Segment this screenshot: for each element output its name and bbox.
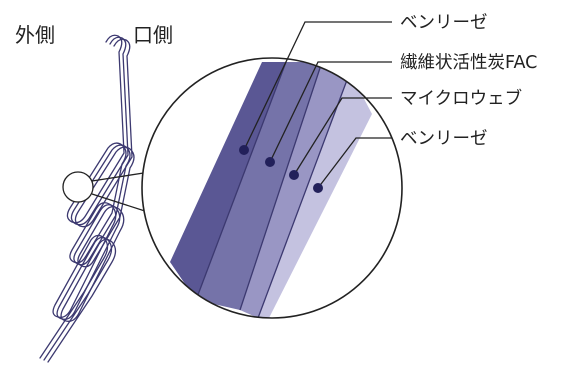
outer-side-label: 外側: [15, 23, 55, 47]
leader-line-2: [269, 61, 392, 163]
zoom-connector-bottom: [91, 193, 149, 213]
callout-dot-1: [239, 145, 249, 155]
layer-label-1: ベンリーゼ: [400, 13, 488, 33]
layer-band-3: [240, 62, 350, 318]
zoom-source-circle: [62, 171, 94, 203]
callout-dot-3: [289, 170, 299, 180]
callout-dot-2: [265, 157, 275, 167]
layer-label-2: 繊維状活性炭FAC: [400, 53, 537, 73]
layer-label-4: ベンリーゼ: [400, 129, 488, 149]
magnifier-ring: [141, 57, 403, 319]
magnified-view: [142, 58, 402, 318]
layer-band-2: [196, 62, 322, 310]
mouth-side-label: 口側: [133, 23, 173, 47]
leader-line-4: [317, 137, 392, 189]
layer-label-3: マイクロウェブ: [400, 88, 522, 109]
pleated-mask-section: [39, 34, 135, 363]
zoom-connector-top: [91, 171, 151, 182]
leader-lines: [243, 21, 392, 189]
leader-line-3: [293, 97, 392, 176]
leader-line-1: [243, 21, 392, 151]
layer-band-4: [258, 72, 372, 318]
callout-dot-4: [313, 183, 323, 193]
